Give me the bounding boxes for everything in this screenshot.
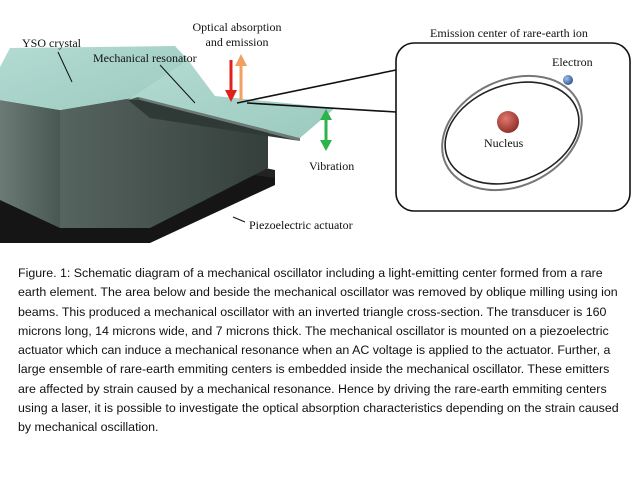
crystal-front-face: [0, 100, 60, 228]
resonator-beam-under: [128, 100, 300, 141]
absorption-arrow-head: [225, 90, 237, 102]
emission-arrow-head: [235, 54, 247, 66]
label-mechanical-resonator: Mechanical resonator: [93, 51, 197, 65]
orbit-inner: [444, 81, 580, 185]
label-emission-center: Emission center of rare-earth ion: [430, 26, 588, 40]
label-electron: Electron: [552, 55, 593, 69]
resonator-beam-edge: [138, 97, 300, 141]
resonator-leader: [159, 64, 196, 104]
vibration-arrow-down-head: [320, 140, 332, 151]
orbit-outer: [441, 74, 583, 192]
label-optical-line1: Optical absorption: [192, 20, 282, 34]
figure-panel: YSO crystal Mechanical resonator Optical…: [0, 20, 631, 243]
label-nucleus: Nucleus: [484, 136, 524, 150]
label-piezoelectric-actuator: Piezoelectric actuator: [249, 218, 353, 232]
label-yso-crystal: YSO crystal: [22, 36, 81, 50]
figure-caption: Figure. 1: Schematic diagram of a mechan…: [18, 266, 619, 435]
vibration-arrow-up-head: [320, 109, 332, 120]
label-vibration: Vibration: [309, 159, 355, 173]
zoom-line-bottom: [246, 102, 397, 113]
zoom-line-top: [236, 69, 397, 104]
piezo-leader: [232, 216, 246, 223]
electron-sphere: [563, 75, 573, 85]
label-optical-line2: and emission: [205, 35, 269, 49]
crystal-side-face: [60, 97, 268, 228]
yso-leader: [57, 51, 73, 83]
nucleus-sphere: [497, 111, 519, 133]
figure-illustration: [0, 42, 631, 243]
